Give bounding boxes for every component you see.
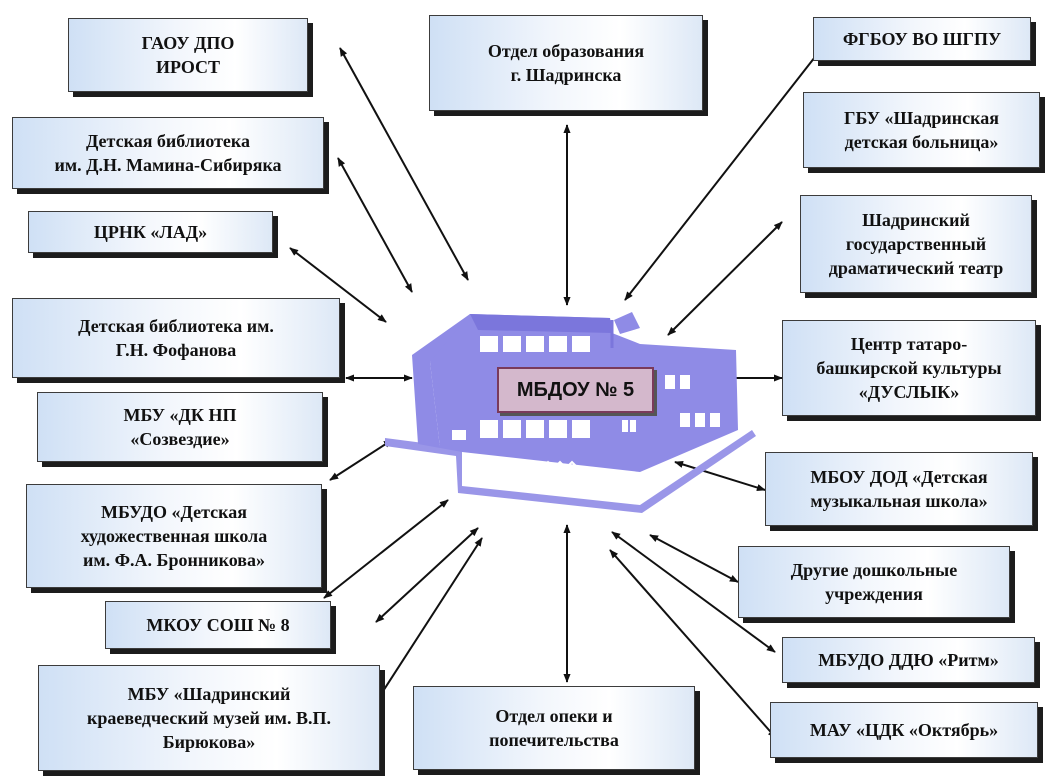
arrow-oktyabr bbox=[609, 549, 777, 739]
center-label-mbdou: МБДОУ № 5 bbox=[497, 367, 654, 413]
box-dk: МБУ «ДК НП «Созвездие» bbox=[37, 392, 323, 462]
arrow-teatr bbox=[667, 221, 783, 336]
box-otdel-obr: Отдел образования г. Шадринска bbox=[429, 15, 703, 111]
arrow-dk bbox=[329, 439, 393, 481]
arrow-muzey bbox=[375, 537, 483, 703]
box-art: МБУДО «Детская художественная школа им. … bbox=[26, 484, 322, 588]
box-sosh: МКОУ СОШ № 8 bbox=[105, 601, 331, 649]
box-gbu: ГБУ «Шадринская детская больница» bbox=[803, 92, 1040, 168]
box-duslyk: Центр татаро- башкирской культуры «ДУСЛЫ… bbox=[782, 320, 1036, 416]
box-other: Другие дошкольные учреждения bbox=[738, 546, 1010, 618]
arrow-crnk bbox=[289, 247, 387, 323]
box-ritm: МБУДО ДДЮ «Ритм» bbox=[782, 637, 1035, 683]
arrow-fgbou bbox=[624, 47, 823, 301]
box-music: МБОУ ДОД «Детская музыкальная школа» bbox=[765, 452, 1033, 526]
box-lib-fofanov: Детская библиотека им. Г.Н. Фофанова bbox=[12, 298, 340, 378]
box-fgbou: ФГБОУ ВО ШГПУ bbox=[813, 17, 1031, 61]
box-teatr: Шадринский государственный драматический… bbox=[800, 195, 1032, 293]
box-opeka: Отдел опеки и попечительства bbox=[413, 686, 695, 770]
arrow-music bbox=[674, 460, 766, 492]
box-muzey: МБУ «Шадринский краеведческий музей им. … bbox=[38, 665, 380, 771]
box-lib-mamin: Детская библиотека им. Д.Н. Мамина-Сибир… bbox=[12, 117, 324, 189]
box-oktyabr: МАУ «ЦДК «Октябрь» bbox=[770, 702, 1038, 758]
box-crnk: ЦРНК «ЛАД» bbox=[28, 211, 273, 253]
box-gaou: ГАОУ ДПО ИРОСТ bbox=[68, 18, 308, 92]
arrow-lib-mamin bbox=[337, 157, 413, 293]
